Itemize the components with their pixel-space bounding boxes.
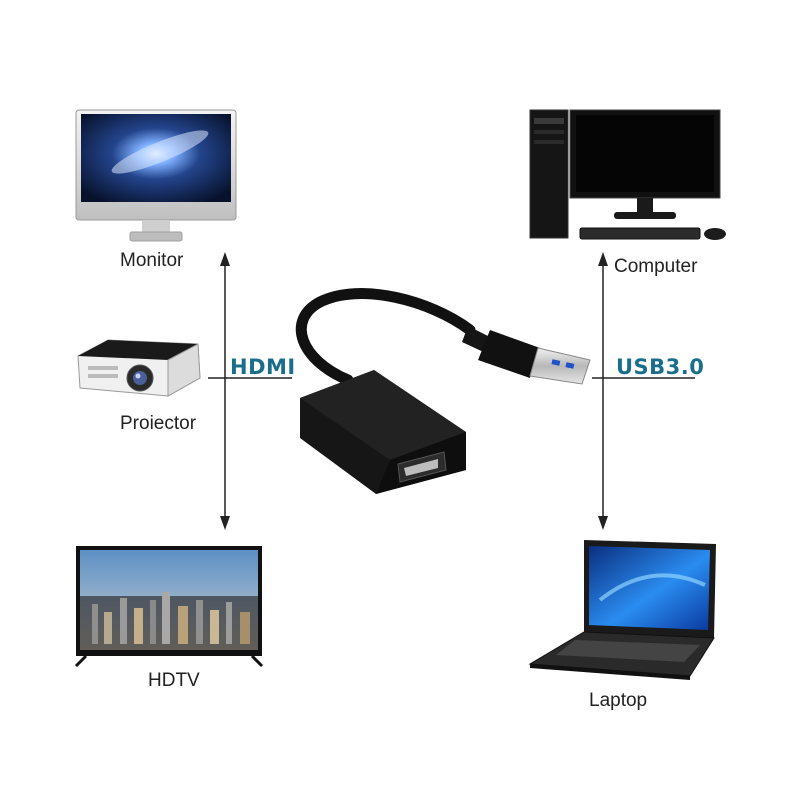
hdmi-label: HDMI: [230, 355, 296, 379]
hdtv-label: HDTV: [148, 670, 200, 691]
monitor-label: Monitor: [120, 250, 184, 271]
usb-label: USB3.0: [616, 355, 705, 379]
usb-arrow: [592, 252, 695, 530]
hdtv-icon: [74, 546, 264, 668]
projector-icon: [77, 339, 201, 397]
laptop-label: Laptop: [589, 690, 648, 711]
computer-label: Computer: [614, 256, 698, 277]
laptop-icon: [528, 540, 716, 680]
hdmi-arrow: [208, 252, 292, 530]
desktop-computer-icon: [529, 109, 726, 240]
projector-label: Proiector: [120, 413, 197, 434]
monitor-icon: [75, 109, 237, 242]
usb-to-hdmi-adapter-icon: [295, 288, 591, 494]
